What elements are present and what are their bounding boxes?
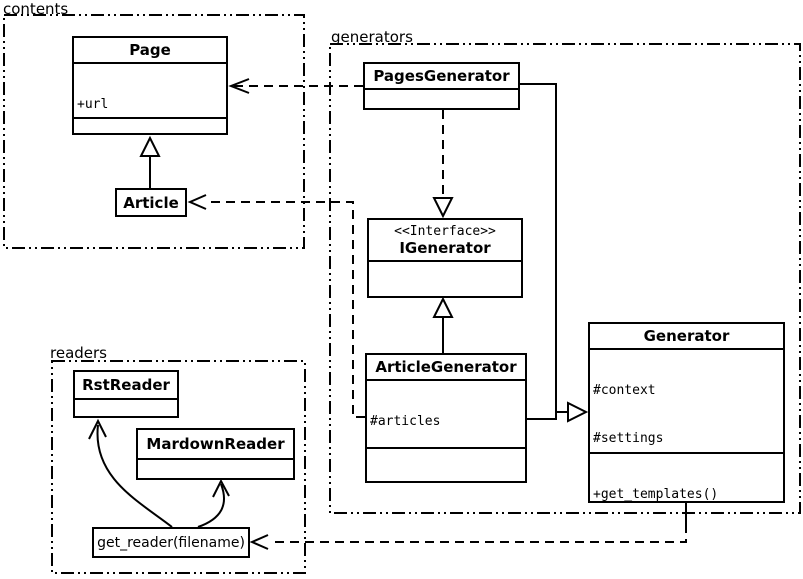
open-arrowhead-icon bbox=[249, 534, 269, 550]
class-title: Generator bbox=[643, 327, 730, 345]
attribute: #articles bbox=[370, 414, 441, 429]
interface-stereotype: <<Interface>> bbox=[394, 223, 496, 239]
edge-pagesgenerator-generator bbox=[520, 83, 568, 413]
class-generator: Generator #context #settings #path #them… bbox=[588, 322, 785, 503]
class-igenerator: <<Interface>> IGenerator +generate_conte… bbox=[367, 218, 523, 298]
class-rst-reader: RstReader +read() bbox=[73, 370, 179, 418]
class-methods: +generate_context() +generate_output() bbox=[369, 260, 521, 296]
class-title: <<Interface>> IGenerator bbox=[369, 220, 521, 260]
class-methods: +check_properties() bbox=[74, 117, 226, 133]
edge-articlegenerator-generator bbox=[527, 412, 557, 420]
class-pages-generator: PagesGenerator #pages bbox=[363, 62, 520, 110]
class-page: Page +url +slug +summary +check_properti… bbox=[72, 36, 228, 135]
realization-triangle-icon bbox=[432, 197, 454, 219]
attribute: #settings bbox=[593, 431, 664, 446]
edge-generator-getreader bbox=[269, 524, 687, 543]
open-arrowhead-icon bbox=[88, 418, 107, 440]
inheritance-triangle-icon bbox=[139, 135, 161, 157]
inheritance-triangle-icon bbox=[432, 296, 454, 318]
package-border-contents bbox=[3, 14, 305, 249]
open-arrowhead-icon bbox=[212, 478, 230, 498]
edge-getreader-markdownreader bbox=[197, 483, 226, 528]
class-title: MardownReader bbox=[146, 435, 285, 453]
class-methods: +generate_feeds() +generate_pages() bbox=[367, 447, 525, 481]
package-border-generators bbox=[329, 43, 801, 514]
class-methods: +get_templates() +get_files(path,exclude… bbox=[590, 452, 783, 501]
function-get-reader: get_reader(filename) bbox=[92, 527, 250, 558]
class-markdown-reader: MardownReader +read() bbox=[136, 428, 295, 480]
inheritance-triangle-icon bbox=[567, 401, 589, 423]
class-methods: +read() bbox=[138, 458, 293, 478]
package-label-contents: contents bbox=[3, 0, 69, 18]
class-methods: +read() bbox=[75, 398, 177, 416]
class-title: Page bbox=[129, 41, 171, 59]
class-title: RstReader bbox=[82, 376, 170, 394]
attribute: +url bbox=[77, 97, 109, 112]
class-attributes: +url +slug +summary bbox=[74, 62, 226, 117]
package-border-readers bbox=[51, 360, 306, 574]
class-attributes: #context #settings #path #theme #output_… bbox=[590, 348, 783, 452]
attribute: #context bbox=[593, 383, 656, 398]
edge-getreader-rstreader bbox=[96, 424, 173, 528]
class-title-text: IGenerator bbox=[399, 238, 491, 257]
package-label-generators: generators bbox=[331, 28, 413, 46]
method: +get_templates() bbox=[593, 487, 719, 501]
open-arrowhead-icon bbox=[228, 78, 250, 94]
class-attributes: #articles #dates #tags #categories bbox=[367, 379, 525, 447]
open-arrowhead-icon bbox=[187, 194, 207, 210]
class-title: ArticleGenerator bbox=[375, 358, 517, 376]
class-article-generator: ArticleGenerator #articles #dates #tags … bbox=[365, 353, 527, 483]
package-label-readers: readers bbox=[50, 344, 107, 362]
class-title: PagesGenerator bbox=[373, 67, 510, 85]
edge-articlegenerator-article bbox=[209, 201, 365, 418]
class-title: Article bbox=[123, 193, 179, 212]
class-article: Article bbox=[115, 188, 187, 217]
method: +generate_context() bbox=[372, 295, 521, 296]
class-attributes: #pages bbox=[365, 88, 518, 108]
